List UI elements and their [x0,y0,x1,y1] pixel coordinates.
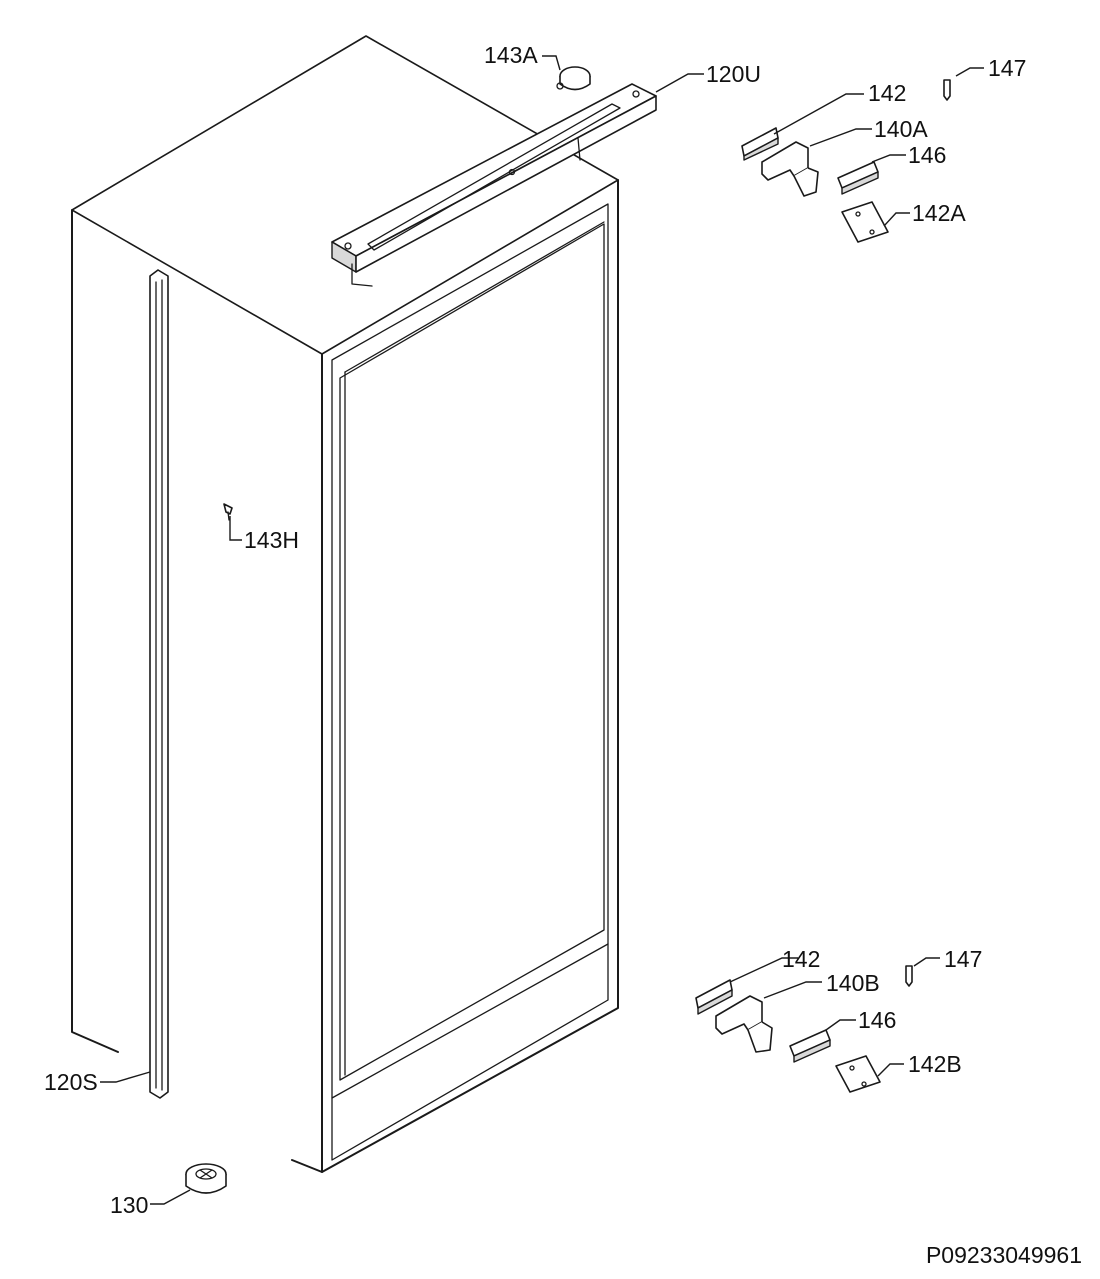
callout-120u: 120U [706,61,761,87]
callout-143a: 143A [484,42,538,68]
callout-140b: 140B [826,970,880,996]
screw-part-143h [223,503,233,521]
callout-147-bottom: 147 [944,946,982,972]
callout-140a: 140A [874,116,928,142]
top-rail-part [331,83,657,287]
callout-146-bottom: 146 [858,1007,896,1033]
upper-hinge-set [741,79,951,243]
callout-142-top: 142 [868,80,906,106]
seal-strip-part [149,269,169,1099]
lower-hinge-set [695,965,913,1093]
callout-143h: 143H [244,527,299,553]
callout-142-bottom: 142 [782,946,820,972]
callout-labels: 143A 120U 142 147 140A 146 142A 143H 142… [44,42,1026,1218]
callout-147-top: 147 [988,55,1026,81]
callout-130: 130 [110,1192,148,1218]
callout-120s: 120S [44,1069,98,1095]
drawing-number: P09233049961 [925,1242,1082,1268]
cap-part-143a [556,66,591,91]
foot-part-130 [185,1163,227,1194]
callout-146-top: 146 [908,142,946,168]
callout-142a: 142A [912,200,966,226]
cabinet-body [71,35,619,1173]
callout-142b: 142B [908,1051,962,1077]
leader-lines [100,55,984,1205]
